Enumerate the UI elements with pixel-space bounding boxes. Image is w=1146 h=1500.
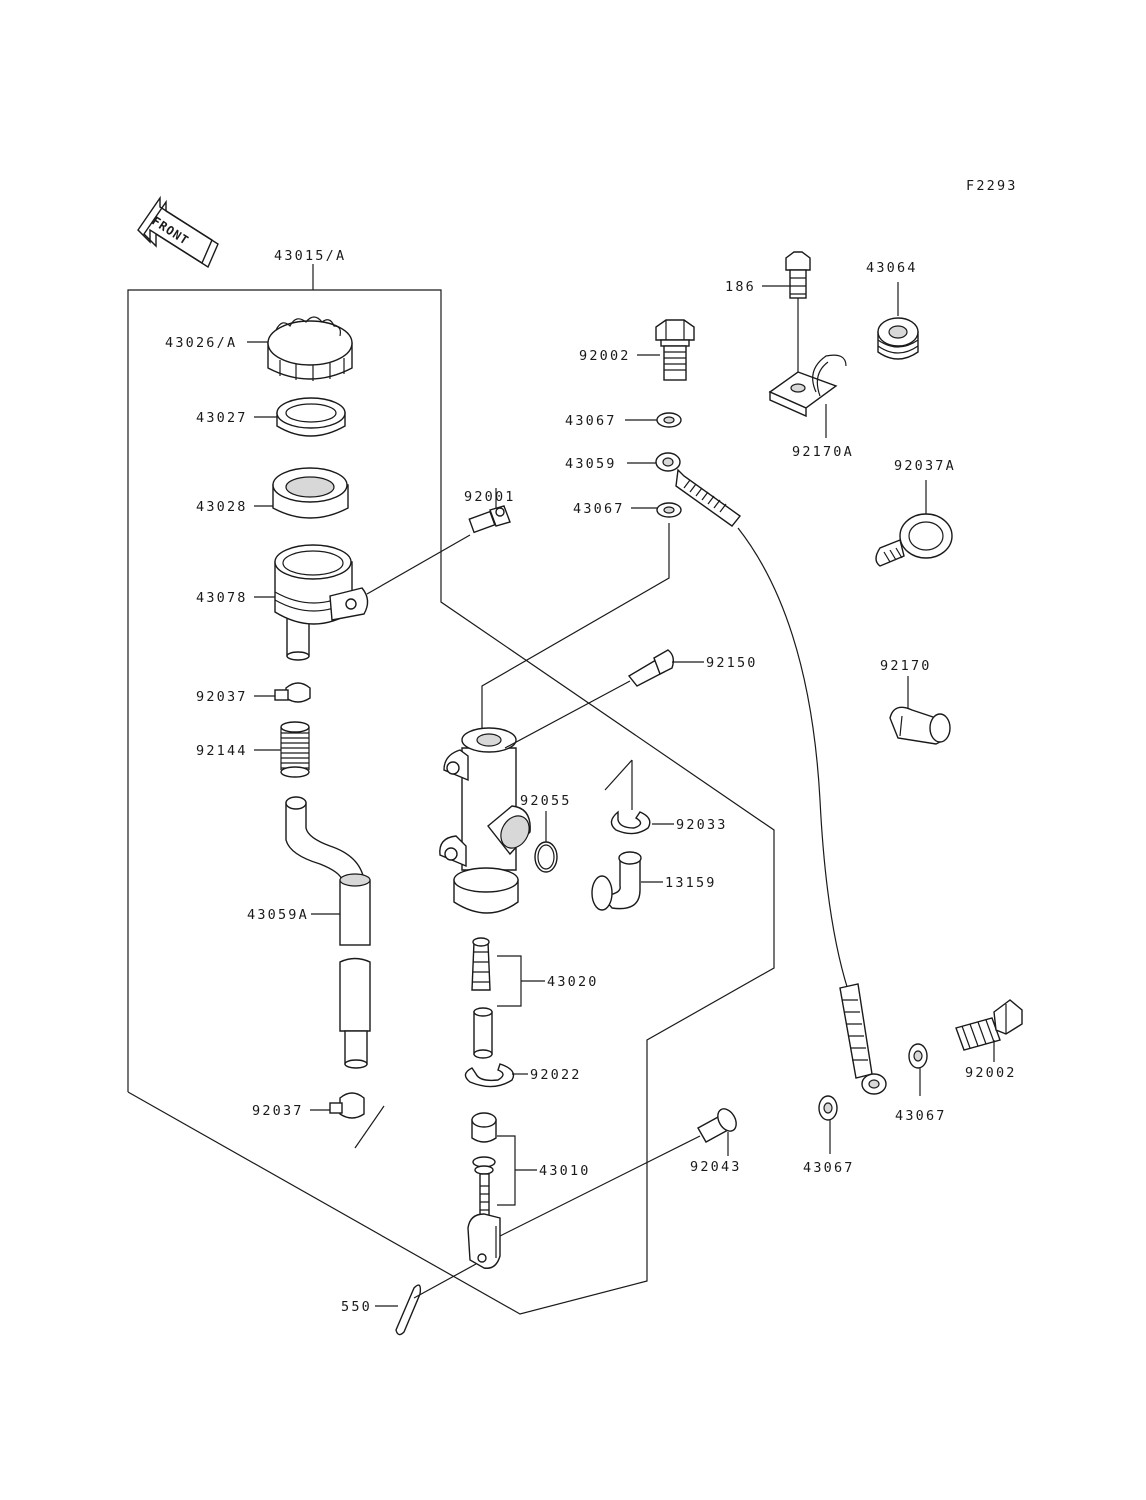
- push-rod-icon: [467, 1112, 501, 1269]
- washer-top-1-icon: [656, 412, 682, 428]
- label-92037a: 92037A: [894, 458, 956, 474]
- clamp-92037a-icon: [875, 513, 953, 567]
- piston-icon: [471, 937, 493, 1059]
- label-43020: 43020: [547, 974, 599, 990]
- circlip-upper-icon: [604, 759, 651, 835]
- label-92001: 92001: [464, 489, 516, 505]
- clamp-92170-icon: [889, 706, 951, 745]
- reservoir-cap-icon: [267, 316, 353, 381]
- label-92033: 92033: [676, 817, 728, 833]
- label-92002-top: 92002: [579, 348, 631, 364]
- washer-top-2-icon: [656, 502, 682, 518]
- label-43015-a: 43015/A: [274, 248, 346, 264]
- label-13159: 13159: [665, 875, 717, 891]
- label-43026-a: 43026/A: [165, 335, 237, 351]
- brake-hose-icon: [655, 452, 887, 1095]
- label-43067-top-2: 43067: [573, 501, 625, 517]
- label-43064: 43064: [866, 260, 918, 276]
- front-arrow-icon: FRONT: [137, 195, 219, 269]
- label-43010: 43010: [539, 1163, 591, 1179]
- label-43067-bottom-2: 43067: [895, 1108, 947, 1124]
- label-92170: 92170: [880, 658, 932, 674]
- reservoir-hose-icon: [285, 796, 371, 1069]
- label-43059: 43059: [565, 456, 617, 472]
- reservoir-plate-icon: [276, 397, 346, 437]
- label-92022: 92022: [530, 1067, 582, 1083]
- grommet-icon: [877, 317, 919, 360]
- o-ring-icon: [534, 841, 558, 873]
- union-bolt-bottom-icon: [955, 999, 1023, 1051]
- washer-bottom-1-icon: [818, 1095, 838, 1121]
- bleeder-screw-icon: [627, 649, 675, 687]
- reservoir-bolt-icon: [468, 505, 511, 534]
- circlip-lower-icon: [464, 1063, 515, 1088]
- label-550: 550: [341, 1299, 372, 1315]
- hose-clamp-lower-icon: [329, 1092, 385, 1149]
- label-43078: 43078: [196, 590, 248, 606]
- label-92043: 92043: [690, 1159, 742, 1175]
- master-cylinder-body-icon: [439, 727, 531, 914]
- clevis-pin-icon: [499, 1108, 737, 1237]
- bracket-icon: [768, 354, 847, 418]
- label-92170a: 92170A: [792, 444, 854, 460]
- label-92002-bottom: 92002: [965, 1065, 1017, 1081]
- hose-clamp-upper-icon: [274, 682, 311, 703]
- label-92144: 92144: [196, 743, 248, 759]
- assembly-outline: [127, 264, 775, 1315]
- diaphragm-icon: [272, 467, 349, 519]
- union-bolt-top-icon: [655, 319, 695, 381]
- label-92150: 92150: [706, 655, 758, 671]
- label-43067-bottom-1: 43067: [803, 1160, 855, 1176]
- washer-bottom-2-icon: [908, 1043, 928, 1069]
- label-43059a: 43059A: [247, 907, 309, 923]
- label-43067-top-1: 43067: [565, 413, 617, 429]
- reservoir-icon: [274, 544, 369, 661]
- hose-fitting-icon: [591, 851, 642, 911]
- spring-icon: [280, 721, 310, 778]
- label-92037-upper: 92037: [196, 689, 248, 705]
- label-186: 186: [725, 279, 756, 295]
- label-92055: 92055: [520, 793, 572, 809]
- figure-code: F2293: [966, 178, 1018, 194]
- cotter-pin-icon: [395, 1263, 477, 1336]
- label-43028: 43028: [196, 499, 248, 515]
- label-92037-lower: 92037: [252, 1103, 304, 1119]
- label-43027: 43027: [196, 410, 248, 426]
- bolt-186-icon: [785, 251, 811, 299]
